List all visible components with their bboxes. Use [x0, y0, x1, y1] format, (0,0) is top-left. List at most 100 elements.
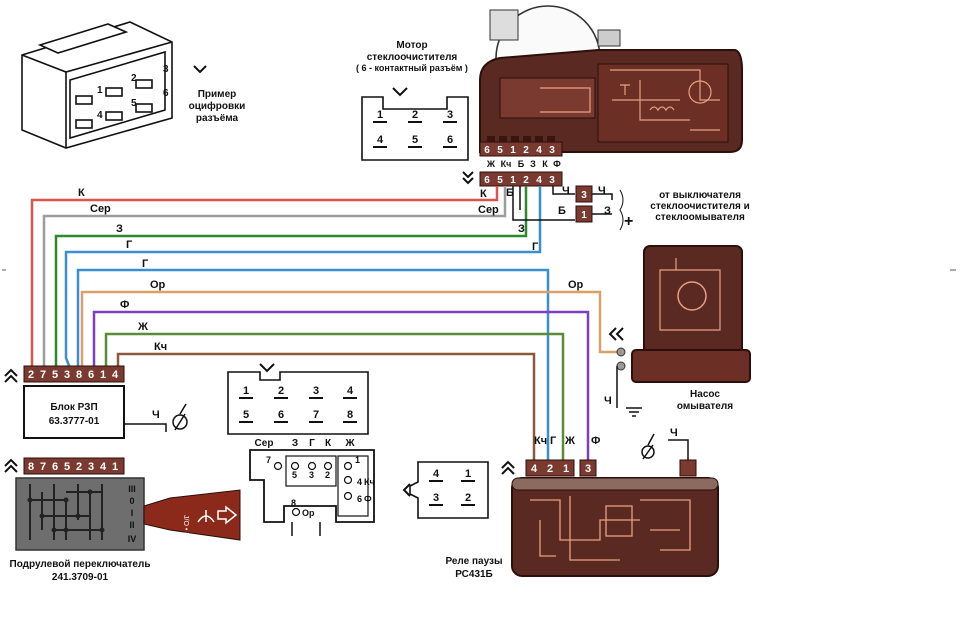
- svg-text:8: 8: [291, 498, 296, 508]
- svg-text:Ф: Ф: [120, 299, 129, 311]
- svg-text:4: 4: [357, 477, 362, 487]
- svg-text:Ф: Ф: [364, 494, 372, 504]
- svg-text:IV: IV: [128, 534, 137, 544]
- svg-text:К: К: [542, 159, 548, 169]
- svg-text:Ф: Ф: [553, 159, 561, 169]
- svg-text:Г: Г: [550, 435, 557, 447]
- svg-text:З: З: [116, 223, 123, 235]
- svg-text:З: З: [530, 159, 536, 169]
- motor-connector-face: 1 2 3 4 5 6: [361, 87, 469, 161]
- svg-text:1: 1: [97, 85, 103, 96]
- svg-text:1: 1: [243, 385, 249, 397]
- svg-text:3: 3: [549, 175, 555, 186]
- svg-text:Ч: Ч: [598, 185, 606, 197]
- wiper-symbol-icon: [197, 510, 215, 523]
- connector-example-caption: Пример оцифровки разъёма: [189, 89, 246, 124]
- steering-switch-caption: Подрулевой переключатель 241.3709-01: [10, 559, 151, 583]
- svg-text:1: 1: [100, 369, 106, 381]
- svg-text:5: 5: [412, 134, 418, 146]
- svg-text:Ор: Ор: [150, 279, 166, 291]
- svg-text:Подрулевой переключатель: Подрулевой переключатель: [10, 559, 151, 570]
- washer-switch-connector: 3 1 +: [575, 185, 633, 231]
- connector-example-pin-numbers: 3 2 1 6 5 4: [97, 64, 169, 121]
- svg-text:Ф: Ф: [591, 435, 600, 447]
- svg-text:Кч: Кч: [534, 435, 547, 447]
- arrow-down-icon: [392, 87, 408, 97]
- svg-text:Пример: Пример: [198, 89, 237, 100]
- svg-text:3: 3: [549, 145, 555, 156]
- svg-text:Б: Б: [506, 187, 514, 199]
- connector-example-3d: [21, 21, 173, 149]
- svg-text:1: 1: [510, 175, 516, 186]
- switch-pins: 8 7 6 5 2 3 4 1: [4, 457, 125, 475]
- svg-text:3: 3: [433, 492, 439, 504]
- svg-text:Сер: Сер: [90, 203, 111, 215]
- pause-relay: 4 2 1 3 Ч: [501, 427, 719, 577]
- svg-text:3: 3: [88, 461, 94, 473]
- svg-text:4: 4: [377, 134, 384, 146]
- svg-text:Ж: Ж: [344, 438, 355, 449]
- steering-column-switch: III 0 I II IV J/O • B: [15, 477, 241, 551]
- svg-text:2: 2: [465, 492, 471, 504]
- svg-text:6: 6: [447, 134, 453, 146]
- svg-text:Г: Г: [309, 438, 315, 449]
- arrow-down-icon: [259, 363, 275, 373]
- svg-text:3: 3: [581, 190, 587, 201]
- motor-pin-strip-top: 6 5 1 2 4 3: [479, 141, 563, 157]
- svg-text:5: 5: [243, 409, 249, 421]
- svg-text:4: 4: [433, 468, 440, 480]
- svg-text:3: 3: [64, 369, 70, 381]
- svg-text:З: З: [292, 438, 298, 449]
- block-socket: Сер З Г К Ж 7 5 3 2 1 4 6 8 Кч Ф Ор: [249, 438, 375, 536]
- wire-z: [54, 186, 528, 368]
- arrow-left-icon: [217, 505, 238, 525]
- svg-text:4: 4: [100, 461, 107, 473]
- svg-text:2: 2: [278, 385, 284, 397]
- svg-text:1: 1: [355, 455, 360, 465]
- svg-text:( 6 - контактный разъём ): ( 6 - контактный разъём ): [356, 63, 468, 73]
- double-arrow-up-icon: [4, 368, 18, 383]
- svg-text:5: 5: [497, 175, 503, 186]
- svg-text:6: 6: [163, 88, 169, 99]
- svg-text:Г: Г: [532, 241, 539, 253]
- svg-text:0: 0: [129, 496, 134, 506]
- svg-text:Ор: Ор: [302, 508, 315, 518]
- svg-text:2: 2: [523, 175, 529, 186]
- svg-text:Ч: Ч: [604, 395, 612, 407]
- svg-text:3: 3: [313, 385, 319, 397]
- svg-text:3: 3: [447, 109, 453, 121]
- double-arrow-up-icon: [4, 458, 18, 473]
- relay-caption: Реле паузы РС431Б: [445, 556, 502, 580]
- wire-k: [30, 186, 499, 368]
- block-rzp-pins: 2 7 5 3 8 6 1 4: [4, 365, 125, 383]
- washer-pump: Ч: [604, 245, 751, 417]
- svg-text:Кч: Кч: [154, 341, 167, 353]
- svg-text:Ж: Ж: [137, 321, 148, 333]
- double-arrow-down-icon: [462, 171, 474, 185]
- svg-text:Насос: Насос: [690, 389, 720, 400]
- svg-text:5: 5: [52, 369, 58, 381]
- svg-text:6: 6: [484, 175, 490, 186]
- svg-text:Б: Б: [518, 159, 525, 169]
- wire-labels: К Сер З Г Г Ор Ф Ж Кч Ор К Сер З Г Б Б Ч…: [78, 185, 611, 353]
- double-arrow-left-icon: [608, 327, 624, 341]
- svg-text:7: 7: [313, 409, 319, 421]
- svg-text:омывателя: омывателя: [677, 401, 733, 412]
- svg-text:К: К: [480, 188, 487, 200]
- svg-text:от выключателя: от выключателя: [659, 190, 741, 201]
- motor-wire-letters: Ж Кч Б З К Ф: [486, 159, 561, 169]
- svg-text:6: 6: [52, 461, 58, 473]
- svg-text:Г: Г: [126, 239, 133, 251]
- svg-text:Кч: Кч: [501, 159, 512, 169]
- svg-text:РС431Б: РС431Б: [455, 569, 493, 580]
- svg-text:Ч: Ч: [152, 409, 160, 421]
- svg-text:4: 4: [531, 463, 538, 475]
- svg-text:Ж: Ж: [486, 159, 496, 169]
- svg-text:1: 1: [377, 109, 383, 121]
- svg-text:III: III: [128, 484, 136, 494]
- wire-f: [92, 310, 590, 460]
- svg-text:Мотор: Мотор: [396, 40, 427, 51]
- svg-text:5: 5: [292, 470, 297, 480]
- wire-ser: [42, 186, 507, 368]
- svg-text:1: 1: [112, 461, 118, 473]
